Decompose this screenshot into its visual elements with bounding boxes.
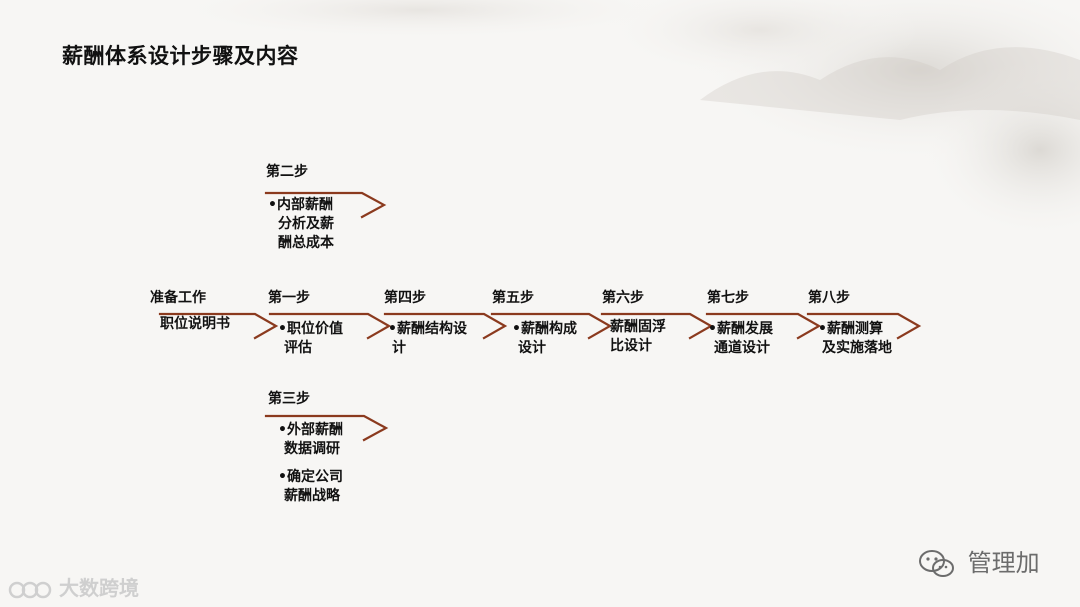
watermark-left-text: 大数跨境 (59, 576, 139, 600)
step8-label: 第八步 (808, 287, 850, 307)
step3-label: 第三步 (268, 388, 310, 408)
step4-line1: •薪酬结构设 (388, 320, 467, 339)
step1-label: 第一步 (268, 287, 310, 307)
watermark-left: 大数跨境 (8, 572, 139, 602)
step6-line2: 比设计 (610, 337, 666, 356)
prep-item: 职位说明书 (160, 315, 230, 334)
step2-line3: 酬总成本 (268, 234, 334, 253)
step2-line1: •内部薪酬 (268, 196, 334, 215)
brand-logo-icon (8, 578, 52, 602)
step7-label: 第七步 (707, 287, 749, 307)
step3-item2-line2: 薪酬战略 (278, 487, 343, 506)
step4-content: •薪酬结构设 计 (388, 320, 467, 358)
step3-item1-line2: 数据调研 (278, 440, 343, 459)
watermark-right: 管理加 (918, 543, 1040, 579)
step3-content: •外部薪酬 数据调研 •确定公司 薪酬战略 (278, 421, 343, 506)
step5-content: •薪酬构成 设计 (512, 320, 577, 358)
step3-item1-line1: •外部薪酬 (278, 421, 343, 440)
step4-label: 第四步 (384, 287, 426, 307)
wechat-icon (918, 549, 956, 579)
step6-line1: 薪酬固浮 (610, 318, 666, 337)
page-title: 薪酬体系设计步骤及内容 (62, 40, 299, 70)
step2-line2: 分析及薪 (268, 215, 334, 234)
step5-line2: 设计 (512, 339, 577, 358)
step6-content: 薪酬固浮 比设计 (610, 318, 666, 356)
step2-label: 第二步 (266, 161, 308, 181)
step1-content: •职位价值 评估 (278, 320, 343, 358)
step2-content: •内部薪酬 分析及薪 酬总成本 (268, 196, 334, 253)
step8-line1: •薪酬测算 (818, 320, 892, 339)
step7-line2: 通道设计 (708, 339, 773, 358)
step5-line1: •薪酬构成 (512, 320, 577, 339)
step1-line2: 评估 (278, 339, 343, 358)
step3-item2-line1: •确定公司 (278, 468, 343, 487)
step7-line1: •薪酬发展 (708, 320, 773, 339)
step8-line2: 及实施落地 (818, 339, 892, 358)
watermark-right-text: 管理加 (968, 549, 1040, 577)
step4-line2: 计 (388, 339, 467, 358)
step1-line1: •职位价值 (278, 320, 343, 339)
step8-content: •薪酬测算 及实施落地 (818, 320, 892, 358)
prep-label: 准备工作 (150, 287, 206, 307)
step6-label: 第六步 (602, 287, 644, 307)
step7-content: •薪酬发展 通道设计 (708, 320, 773, 358)
step5-label: 第五步 (492, 287, 534, 307)
